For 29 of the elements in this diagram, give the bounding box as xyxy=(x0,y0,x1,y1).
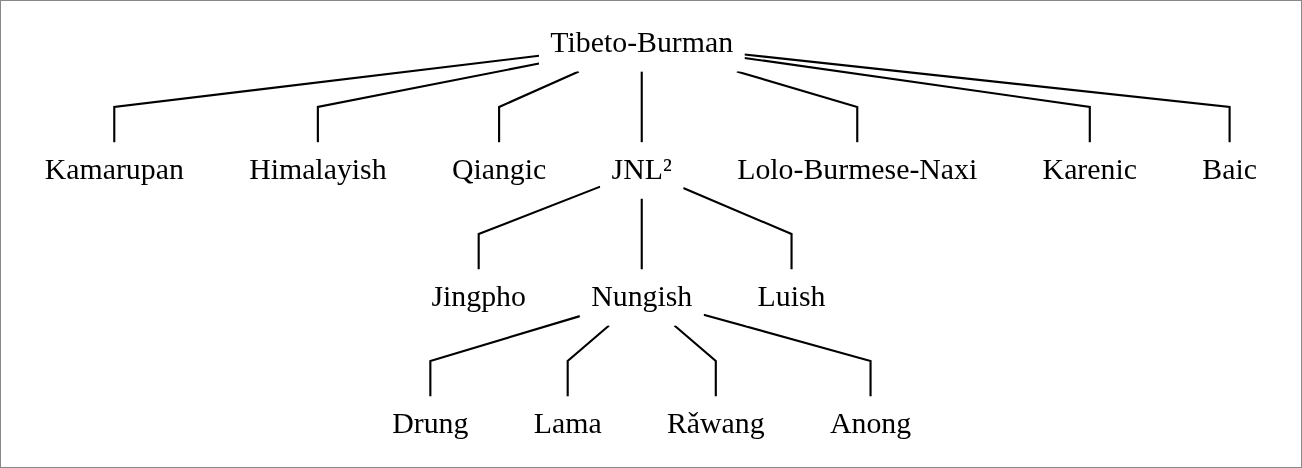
connector xyxy=(703,313,872,397)
connector xyxy=(640,71,643,143)
connector xyxy=(683,187,793,270)
node-text: Lolo-Burmese-Naxi xyxy=(737,152,978,187)
connector xyxy=(429,315,581,397)
connector xyxy=(316,62,540,143)
node-text: Himalayish xyxy=(249,152,387,187)
node-text: Anong xyxy=(830,406,912,441)
connector xyxy=(566,324,610,397)
node-text: Drung xyxy=(392,406,469,441)
connector xyxy=(498,70,580,143)
node-text: Lama xyxy=(533,406,602,441)
node-text: Baic xyxy=(1202,152,1258,187)
node-text: Qiangic xyxy=(452,152,547,187)
node-text: Karenic xyxy=(1042,152,1138,187)
node-text: Jingpho xyxy=(431,279,527,314)
node-text: Rǎwang xyxy=(667,406,765,441)
node-text: Tibeto-Burman xyxy=(550,25,734,60)
node-text: JNL² xyxy=(611,152,673,187)
node-text: Kamarupan xyxy=(44,152,184,187)
connector xyxy=(736,70,859,143)
connector xyxy=(744,56,1092,143)
connector xyxy=(744,53,1231,143)
node-text: Nungish xyxy=(591,279,693,314)
connector xyxy=(673,324,718,397)
connector xyxy=(640,198,643,270)
node-text: Luish xyxy=(757,279,826,314)
connector xyxy=(477,185,601,270)
connector xyxy=(113,54,540,143)
